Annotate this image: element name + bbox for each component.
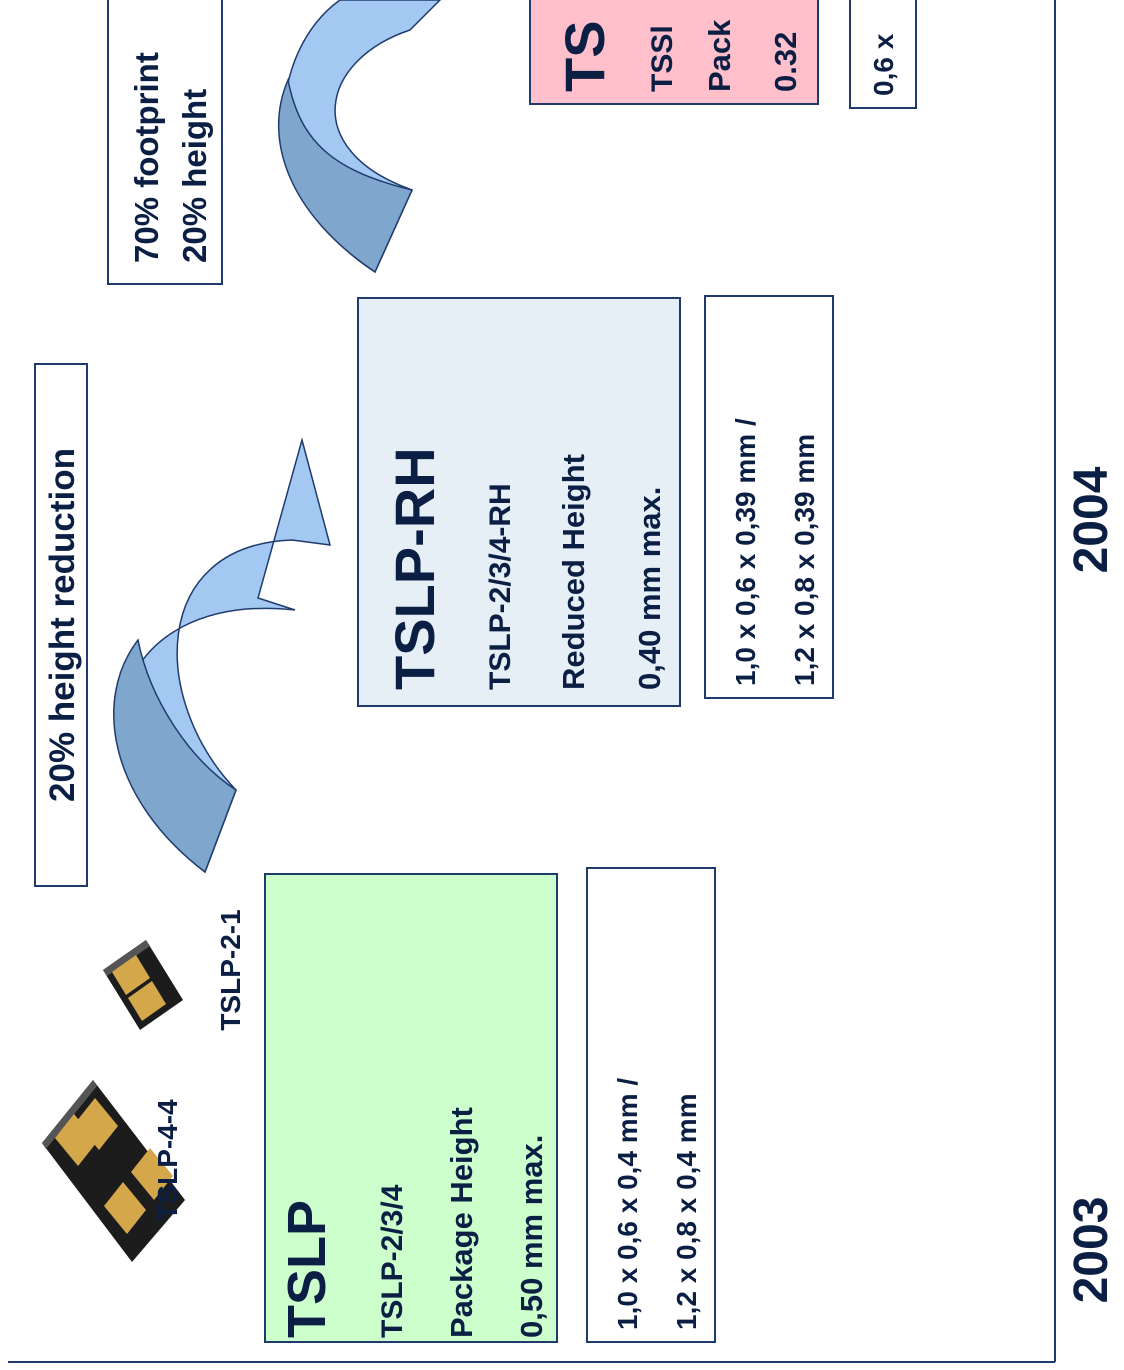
tslp-4-4-package-icon	[42, 1080, 185, 1262]
tssl-height-label: Pack	[702, 19, 737, 92]
tslp-4-4-label: TSLP-4-4	[152, 1099, 183, 1221]
tslp-box: TSLP TSLP-2/3/4 Package Height 0,50 mm m…	[264, 873, 558, 1343]
reduction-arrow-1	[113, 437, 332, 874]
tslp-2-1-package-icon	[103, 940, 183, 1030]
tslp-rh-box: TSLP-RH TSLP-2/3/4-RH Reduced Height 0,4…	[357, 297, 681, 707]
tslp-size-line-2: 1,2 x 0,8 x 0,4 mm	[671, 1093, 702, 1330]
tslp-rh-size-line-2: 1,2 x 0,8 x 0,39 mm	[789, 434, 820, 686]
tslp-rh-title: TSLP-RH	[383, 447, 446, 690]
svg-text:70% footprint: 70% footprint	[128, 52, 165, 263]
tssl-sizes-box: 0,6 x	[849, 0, 917, 109]
tslp-sizes-box: 1,0 x 0,6 x 0,4 mm / 1,2 x 0,8 x 0,4 mm	[586, 867, 716, 1343]
tslp-size-line-1: 1,0 x 0,6 x 0,4 mm /	[612, 1078, 643, 1330]
tssl-size-line-1: 0,6 x	[868, 33, 899, 96]
tslp-rh-height-label: Reduced Height	[556, 454, 591, 690]
tslp-rh-sizes-box: 1,0 x 0,6 x 0,39 mm / 1,2 x 0,8 x 0,39 m…	[704, 295, 834, 699]
svg-text:20% height: 20% height	[176, 89, 213, 263]
tssl-box: TS TSSl Pack 0.32	[529, 0, 819, 105]
year-2003: 2003	[1065, 1197, 1118, 1304]
svg-text:20% height reduction: 20% height reduction	[43, 448, 82, 802]
tssl-variants: TSSl	[646, 25, 679, 92]
tslp-rh-height-value: 0,40 mm max.	[632, 487, 667, 690]
tslp-variants: TSLP-2/3/4	[376, 1184, 409, 1338]
reduction-arrow-2	[277, 0, 442, 274]
tssl-title: TS	[553, 20, 616, 92]
tssl-height-value: 0.32	[768, 32, 803, 92]
tslp-height-value: 0,50 mm max.	[514, 1135, 549, 1338]
tslp-title: TSLP	[277, 1200, 337, 1338]
annotation-footprint-reduction-2: 70% footprint 20% height	[107, 0, 223, 285]
annotation-height-reduction-1: 20% height reduction	[34, 363, 88, 887]
tslp-rh-size-line-1: 1,0 x 0,6 x 0,39 mm /	[730, 418, 761, 686]
tslp-2-1-label: TSLP-2-1	[215, 909, 246, 1030]
tslp-height-label: Package Height	[444, 1107, 479, 1338]
year-2004: 2004	[1065, 466, 1118, 573]
tslp-rh-variants: TSLP-2/3/4-RH	[484, 483, 517, 690]
